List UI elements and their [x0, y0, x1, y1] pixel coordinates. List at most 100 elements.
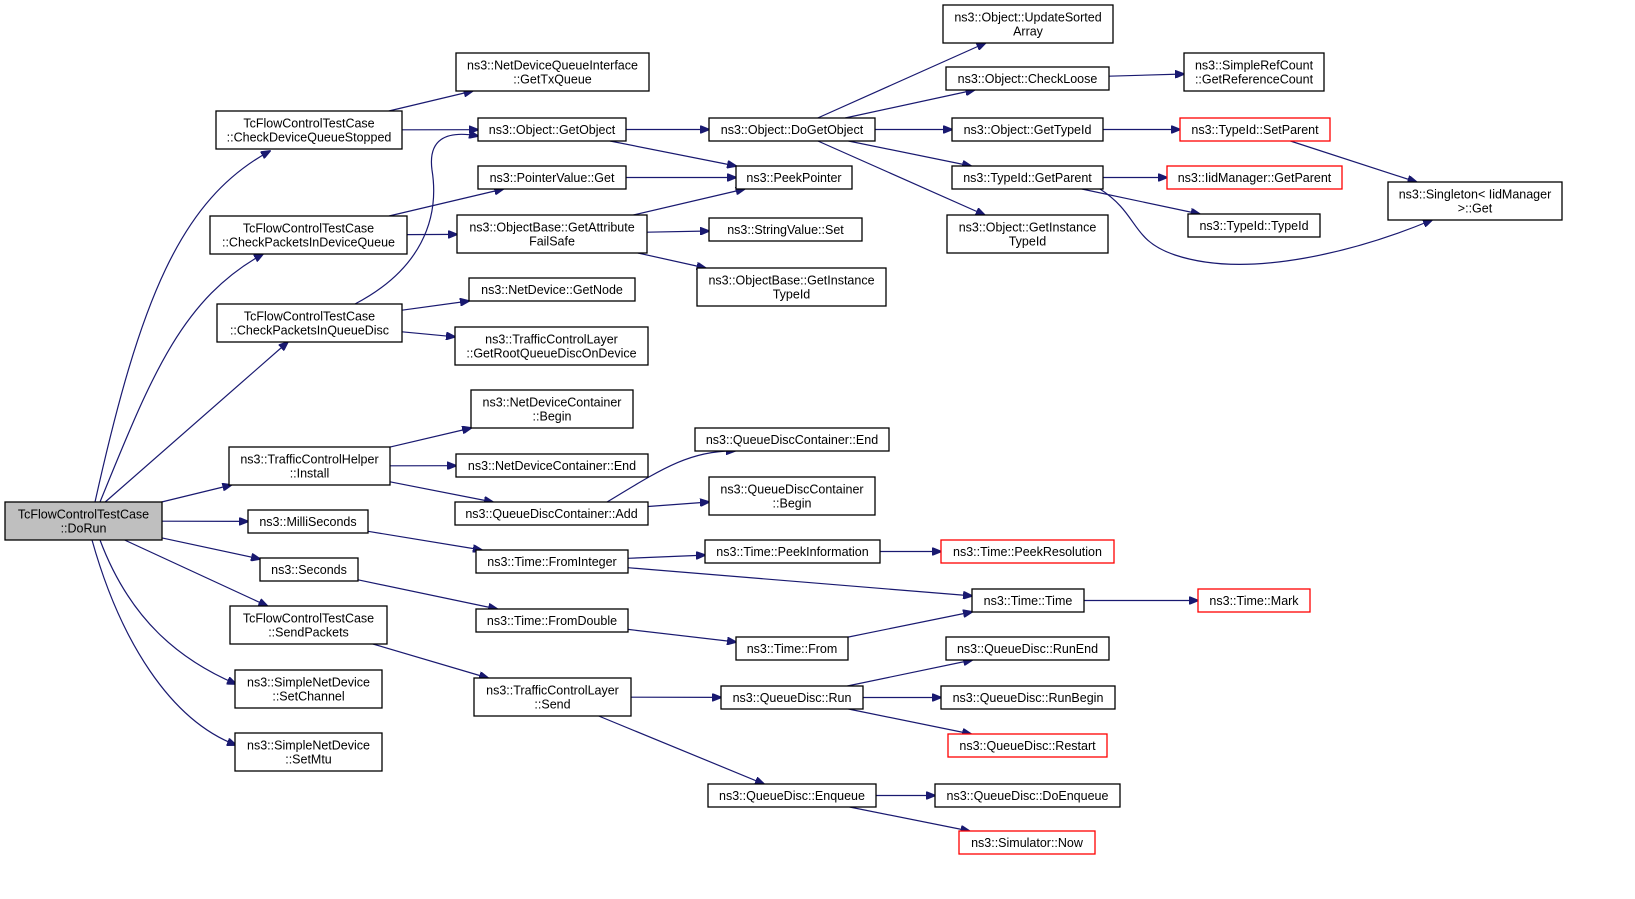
edge-tcls-to-qdenq — [598, 715, 764, 784]
node-qdcb[interactable]: ns3::QueueDiscContainer::Begin — [708, 476, 876, 516]
node-box — [708, 476, 876, 516]
node-box — [1166, 165, 1343, 190]
node-titi[interactable]: ns3::TypeId::TypeId — [1187, 213, 1321, 238]
node-qdrs[interactable]: ns3::QueueDisc::Restart — [947, 733, 1108, 758]
node-label: Array — [1013, 25, 1044, 39]
node-ndce[interactable]: ns3::NetDeviceContainer::End — [455, 453, 649, 478]
node-cdqs[interactable]: TcFlowControlTestCase::CheckDeviceQueueS… — [215, 110, 403, 150]
node-qdcadd[interactable]: ns3::QueueDiscContainer::Add — [454, 501, 649, 526]
node-tchi[interactable]: ns3::TrafficControlHelper::Install — [228, 446, 391, 486]
node-qdrb[interactable]: ns3::QueueDisc::RunBegin — [940, 685, 1116, 710]
edge-root-to-cpqd — [104, 342, 288, 503]
node-box — [708, 117, 876, 142]
node-srcg[interactable]: ns3::SimpleRefCount::GetReferenceCount — [1183, 52, 1325, 92]
node-ttime[interactable]: ns3::Time::Time — [971, 588, 1085, 613]
node-box — [1187, 213, 1321, 238]
node-label: ns3::TypeId::TypeId — [1199, 219, 1308, 233]
node-label: ::CheckPacketsInQueueDisc — [230, 324, 389, 338]
edge-cpqd-to-tclroot — [401, 331, 455, 337]
node-cpqd[interactable]: TcFlowControlTestCase::CheckPacketsInQue… — [216, 303, 403, 343]
edge-qdcadd-to-qdcb — [647, 502, 709, 508]
node-box — [454, 326, 649, 366]
node-tclroot[interactable]: ns3::TrafficControlLayer::GetRootQueueDi… — [454, 326, 649, 366]
node-tfd[interactable]: ns3::Time::FromDouble — [475, 608, 629, 633]
edge-tigp-to-sing — [1099, 188, 1432, 265]
node-tisp[interactable]: ns3::TypeId::SetParent — [1179, 117, 1331, 142]
node-tmark[interactable]: ns3::Time::Mark — [1197, 588, 1311, 613]
node-qdre[interactable]: ns3::QueueDisc::RunEnd — [945, 636, 1110, 661]
node-ocl[interactable]: ns3::Object::CheckLoose — [945, 66, 1110, 91]
node-label: TcFlowControlTestCase — [243, 222, 374, 236]
node-box — [934, 783, 1121, 808]
node-peek[interactable]: ns3::PeekPointer — [735, 165, 853, 190]
node-tcls[interactable]: ns3::TrafficControlLayer::Send — [473, 677, 632, 717]
node-label: ns3::Time::PeekInformation — [716, 545, 868, 559]
call-edges — [91, 43, 1432, 831]
node-ndqi[interactable]: ns3::NetDeviceQueueInterface::GetTxQueue — [455, 52, 650, 92]
node-box — [228, 446, 391, 486]
node-snd_mtu[interactable]: ns3::SimpleNetDevice::SetMtu — [234, 732, 383, 772]
edge-qdenq-to-simnow — [849, 806, 970, 831]
node-box — [1183, 52, 1325, 92]
node-ndcb[interactable]: ns3::NetDeviceContainer::Begin — [470, 389, 634, 429]
node-label: ns3::Simulator::Now — [971, 836, 1084, 850]
edge-root-to-snd_mtu — [91, 539, 236, 745]
node-milli[interactable]: ns3::MilliSeconds — [247, 509, 369, 534]
node-tfrom[interactable]: ns3::Time::From — [735, 636, 849, 661]
node-cpdq[interactable]: TcFlowControlTestCase::CheckPacketsInDev… — [209, 215, 408, 255]
node-getobj[interactable]: ns3::Object::GetObject — [477, 117, 627, 142]
node-pvget[interactable]: ns3::PointerValue::Get — [477, 165, 627, 190]
node-tpr[interactable]: ns3::Time::PeekResolution — [940, 539, 1115, 564]
edge-cpdq-to-pvget — [388, 189, 503, 217]
node-label: ::Begin — [533, 410, 572, 424]
node-label: ns3::QueueDisc::RunBegin — [953, 691, 1104, 705]
node-sendp[interactable]: TcFlowControlTestCase::SendPackets — [229, 605, 388, 645]
node-box — [946, 214, 1109, 254]
node-label: TypeId — [773, 288, 811, 302]
edge-gafs-to-obgit — [637, 252, 706, 268]
node-label: TcFlowControlTestCase — [243, 117, 374, 131]
node-label: TcFlowControlTestCase — [243, 612, 374, 626]
node-qdce[interactable]: ns3::QueueDiscContainer::End — [694, 427, 890, 452]
node-ogti[interactable]: ns3::Object::GetTypeId — [951, 117, 1104, 142]
node-sing[interactable]: ns3::Singleton< IidManager>::Get — [1387, 181, 1563, 221]
node-tigp[interactable]: ns3::TypeId::GetParent — [951, 165, 1104, 190]
edge-milli-to-tfi — [367, 530, 482, 550]
node-simnow[interactable]: ns3::Simulator::Now — [958, 830, 1096, 855]
node-dogo[interactable]: ns3::Object::DoGetObject — [708, 117, 876, 142]
edge-tchi-to-qdcadd — [389, 481, 493, 502]
node-label: ns3::Time::FromInteger — [487, 555, 616, 569]
node-svset[interactable]: ns3::StringValue::Set — [708, 217, 863, 242]
node-qdrun[interactable]: ns3::QueueDisc::Run — [720, 685, 864, 710]
node-tfi[interactable]: ns3::Time::FromInteger — [475, 549, 629, 574]
node-snd_ch[interactable]: ns3::SimpleNetDevice::SetChannel — [234, 669, 383, 709]
node-label: TcFlowControlTestCase — [18, 508, 149, 522]
node-iimgp[interactable]: ns3::IidManager::GetParent — [1166, 165, 1343, 190]
node-secs[interactable]: ns3::Seconds — [259, 557, 359, 582]
node-label: ns3::Singleton< IidManager — [1399, 188, 1552, 202]
node-label: ns3::Time::FromDouble — [487, 614, 617, 628]
node-box — [234, 669, 383, 709]
node-label: ns3::Object::UpdateSorted — [954, 11, 1101, 25]
node-label: ::GetTxQueue — [513, 73, 592, 87]
node-qdde[interactable]: ns3::QueueDisc::DoEnqueue — [934, 783, 1121, 808]
edge-cpqd-to-getobj — [354, 134, 478, 305]
node-label: ns3::Time::From — [747, 642, 838, 656]
node-box — [456, 214, 648, 254]
node-box — [455, 453, 649, 478]
node-label: ns3::SimpleRefCount — [1195, 59, 1314, 73]
call-nodes: TcFlowControlTestCase::DoRunTcFlowContro… — [4, 4, 1563, 855]
node-label: ns3::Object::GetTypeId — [964, 123, 1092, 137]
node-qdenq[interactable]: ns3::QueueDisc::Enqueue — [707, 783, 877, 808]
node-label: ns3::TrafficControlLayer — [485, 333, 618, 347]
node-label: ::Begin — [773, 497, 812, 511]
node-box — [1179, 117, 1331, 142]
node-ndgn[interactable]: ns3::NetDevice::GetNode — [468, 277, 636, 302]
node-box — [455, 52, 650, 92]
node-root[interactable]: TcFlowControlTestCase::DoRun — [4, 501, 163, 541]
node-tpi[interactable]: ns3::Time::PeekInformation — [704, 539, 881, 564]
